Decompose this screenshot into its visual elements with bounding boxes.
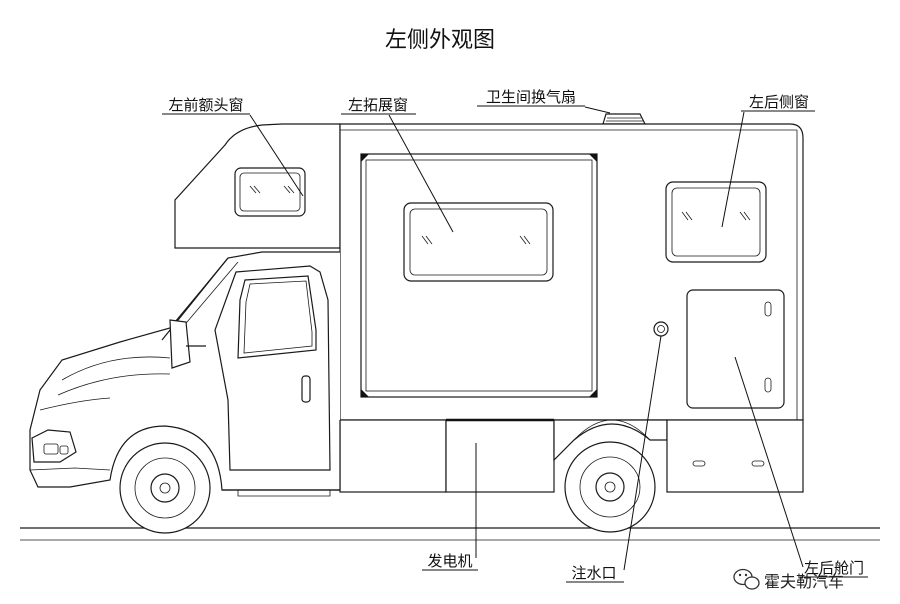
cab-side-window	[237, 275, 317, 359]
side-mirror	[169, 319, 191, 369]
label-slideout-window: 左拓展窗	[348, 96, 408, 114]
label-water-inlet: 注水口	[571, 564, 616, 582]
slideout-window-glass	[409, 208, 548, 276]
label-rear-side-window: 左后侧窗	[749, 93, 809, 111]
rear-storage-bay	[666, 419, 804, 493]
front-wheel	[119, 442, 211, 534]
label-bathroom-fan: 卫生间换气扇	[486, 88, 576, 106]
slideout-window-frame	[403, 202, 554, 282]
front-window-frame	[234, 167, 306, 217]
watermark-text: 霍夫勒汽车	[764, 572, 844, 591]
wechat-icon	[733, 568, 760, 590]
callouts: 左前额头窗 左拓展窗 卫生间换气扇 左后侧窗 发电机 注水口 左后舱门	[162, 88, 868, 583]
rear-side-window-frame	[665, 181, 767, 263]
cab-door	[214, 265, 331, 471]
rear-compartment-door-frame	[686, 289, 785, 409]
label-front-window: 左前额头窗	[168, 96, 243, 114]
label-rear-compartment-door: 左后舱门	[804, 559, 864, 577]
truck-cab	[29, 251, 341, 497]
camper-box	[339, 123, 804, 421]
generator-bay	[445, 419, 555, 493]
slideout-panel	[360, 153, 598, 398]
cab-door-handle	[301, 375, 311, 403]
headlight	[31, 429, 77, 463]
roof-fan	[602, 113, 646, 125]
cabover	[174, 123, 341, 249]
rear-side-window-glass	[671, 187, 761, 257]
page-title: 左侧外观图	[385, 28, 495, 53]
rear-wheel	[564, 441, 656, 533]
label-generator: 发电机	[427, 552, 472, 570]
lower-compartments	[339, 418, 804, 493]
watermark: 霍夫勒汽车	[733, 568, 844, 591]
leader-lines	[249, 106, 804, 571]
